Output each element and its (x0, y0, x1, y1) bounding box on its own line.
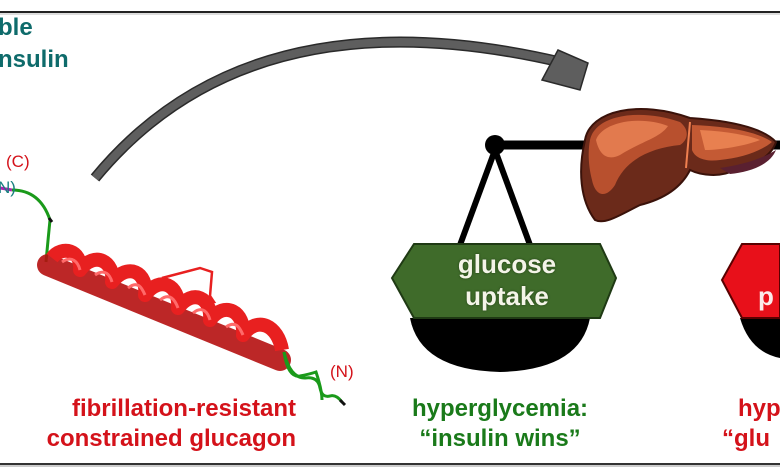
badge-text-line-2: uptake (465, 281, 549, 311)
glucose-production-badge (720, 243, 780, 319)
glucose-uptake-badge (390, 243, 618, 319)
arrow-head (540, 49, 589, 91)
glucagon-caption-line-1: fibrillation-resistant (71, 395, 296, 422)
liver-icon (580, 108, 778, 223)
alpha-helix (37, 243, 291, 371)
c-terminus-label: (C) (6, 152, 30, 171)
frame-top-border-shadow (0, 13, 780, 15)
peptide-structure-icon (0, 186, 347, 407)
scale-bowl-right (740, 318, 780, 358)
right-caption-line-1: hyp (738, 395, 780, 422)
frame-top-border (0, 11, 780, 13)
red-badge-text: p (758, 281, 774, 311)
hyperglycemia-caption-line-2: “insulin wins” (419, 425, 581, 452)
title-line-2: nsulin (0, 46, 69, 73)
curved-arrow-icon (90, 36, 589, 182)
right-caption-line-2: “glu (722, 425, 770, 452)
glucagon-caption-line-2: constrained glucagon (46, 425, 296, 452)
scale-bowl-left (410, 318, 590, 372)
hyperglycemia-caption-line-1: hyperglycemia: (411, 395, 589, 422)
n-terminus-label-left: N) (0, 178, 16, 197)
title-line-1: ble (0, 14, 33, 41)
n-terminus-label-right: (N) (330, 362, 354, 381)
frame-bottom-border-shadow (0, 465, 780, 467)
frame-bottom-border (0, 463, 780, 465)
badge-text-line-1: glucose (457, 249, 557, 279)
